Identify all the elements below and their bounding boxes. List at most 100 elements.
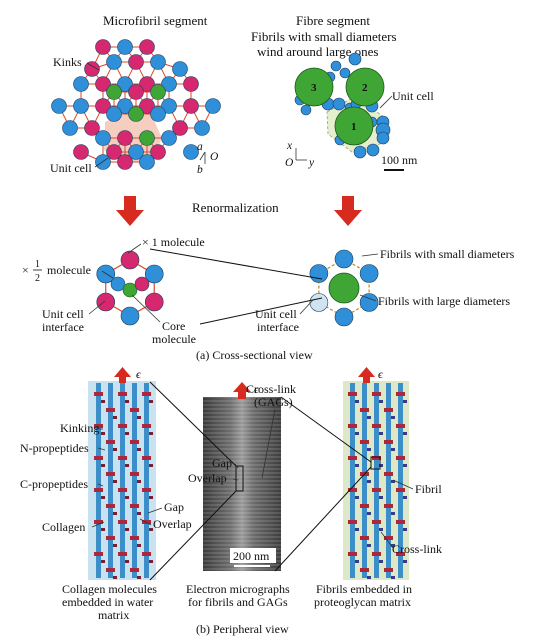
collagen-molecule [106,84,122,100]
unit-cell-molecule [120,306,140,326]
collagen-molecule [183,76,199,92]
propeptide-mark [348,488,357,492]
crosslink-mark [403,560,407,563]
connector-lower [199,297,323,325]
crosslink-mark [125,464,129,467]
large-fibril [328,272,360,304]
strand [96,383,101,578]
crosslink-mark [113,544,117,547]
crosslink-gags-label-2: (GAGs) [254,395,293,409]
micro-scale-bg [230,548,276,563]
renorm-arrow-right [334,196,362,226]
lattice-axes: a b O [197,141,219,176]
propeptide-mark [142,424,151,428]
collagen-molecule [161,130,177,146]
crosslink-mark [379,528,383,531]
propeptide-mark [106,472,115,476]
crosslink-mark [149,400,153,403]
collagen-molecule [172,120,188,136]
strand [132,383,137,578]
large-fibril-number: 2 [362,82,368,94]
collagen-molecule [106,106,122,122]
collagen-molecule [51,98,67,114]
crosslink-mark [403,400,407,403]
zoom-line-right-top [280,396,372,463]
overlap-label-mid: Overlap [188,471,227,485]
large-fibril [334,106,374,146]
propeptide-mark [118,456,127,460]
inner-molecule [134,276,150,292]
crosslink-mark [137,544,141,547]
crosslink-mark [149,496,153,499]
fibre-title: Fibre segment [296,13,370,28]
crosslink-gags-pointer [261,408,276,479]
crosslink-mark [137,512,141,515]
propeptide-mark [372,488,381,492]
propeptide-mark [94,424,103,428]
propeptide-mark [348,552,357,556]
small-fibril [366,143,380,157]
strand [386,383,391,578]
large-fibril [345,67,385,107]
overlap-pointer-left [139,518,152,526]
propeptide-mark [384,472,393,476]
propeptide-mark [348,520,357,524]
propeptide-mark [384,504,393,508]
cap-left-2: embedded in water [62,595,153,609]
collagen-molecule [73,98,89,114]
micrograph-gap-overlap-box [235,465,244,492]
small-fibril [309,293,329,312]
crosslink-mark [149,432,153,435]
small-fibrils-pointer [361,253,379,257]
one-molecule-label: × 1 molecule [142,235,205,249]
unit-cell-molecule [96,264,116,284]
crosslink-mark [113,576,117,579]
collagen-molecule [139,98,155,114]
propeptide-mark [360,536,369,540]
svg-text:1: 1 [35,259,40,270]
propeptide-mark [130,504,139,508]
crosslink-mark [391,448,395,451]
crosslink-mark [367,512,371,515]
collagen-molecule [150,54,166,70]
small-fibril [376,131,390,145]
axis-origin-label: O [210,151,219,163]
cap-mid-2: for fibrils and GAGs [188,595,288,609]
propeptide-mark [118,520,127,524]
unit-cell-interface-right-1: Unit cell [255,307,297,321]
crosslink-mark [403,528,407,531]
crosslink-mark [101,464,105,467]
small-fibril [330,60,342,72]
propeptide-mark [372,552,381,556]
right-zoom-box [370,456,381,470]
propeptide-mark [396,424,405,428]
crosslink-mark [137,576,141,579]
large-fibril-number: 1 [351,121,357,133]
crosslink-mark [379,464,383,467]
collagen-molecule [117,98,133,114]
propeptide-mark [142,392,151,396]
collagen-molecule [128,84,144,100]
large-fibrils-label: Fibrils with large diameters [378,294,510,308]
strain-epsilon-left: ϵ [136,367,142,381]
crosslink-mark [101,400,105,403]
crosslink-mark [367,416,371,419]
micro-scale-label: 200 nm [233,549,270,563]
connector-upper [149,248,323,280]
core-molecule-label-2: molecule [152,332,196,346]
crosslink-label: Cross-link [392,542,442,556]
propeptide-mark [396,456,405,460]
unit-cell-pointer-left [94,157,109,168]
unit-cell-molecule [120,250,140,270]
crosslink-mark [379,496,383,499]
crosslink-mark [367,576,371,579]
strain-epsilon-mid: ϵ [254,382,260,396]
crosslink-mark [391,512,395,515]
renormalization-label: Renormalization [192,200,279,215]
unit-cell-interface-right-2: interface [257,320,299,334]
propeptide-mark [396,552,405,556]
propeptide-mark [106,568,115,572]
cap-left-1: Collagen molecules [62,582,157,596]
large-fibril-number: 3 [311,82,317,94]
unit-cell-hexagon-right [309,249,379,327]
